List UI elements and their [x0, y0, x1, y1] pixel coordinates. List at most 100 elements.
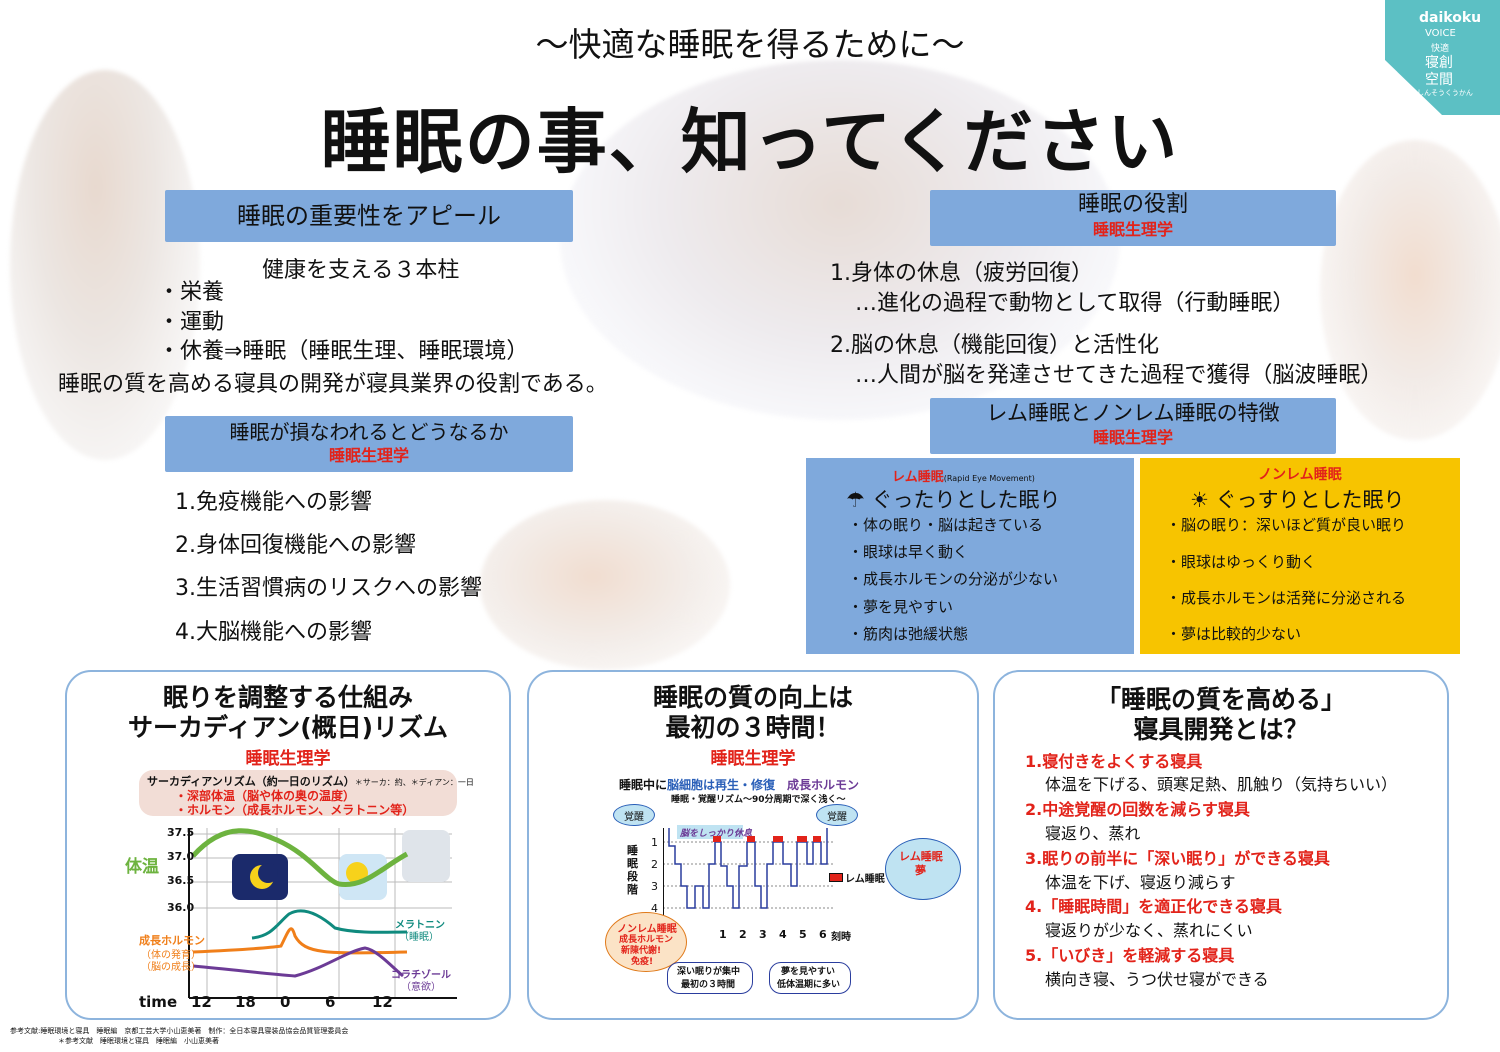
role-heading-text: 睡眠の役割 — [1077, 192, 1188, 217]
rem-legend-marker — [829, 873, 843, 882]
time-tick: 12 — [191, 993, 212, 1011]
rem-item: ・眼球は早く動く — [848, 543, 969, 561]
pillars-title: 健康を支える３本柱 — [262, 258, 460, 283]
awake-text: 覚醒 — [827, 812, 847, 823]
deep-sleep-note — [667, 962, 753, 994]
time-tick: 6 — [325, 993, 336, 1011]
bedding-item-detail: 寝返り、蒸れ — [1045, 824, 1141, 843]
hour-tick: 3 — [759, 928, 767, 941]
time-axis-label: time — [139, 993, 178, 1011]
melatonin-curve — [251, 909, 408, 940]
bedding-item-head: 1.寝付きをよくする寝具 — [1025, 752, 1203, 771]
importance-heading: 睡眠の重要性をアピール — [165, 190, 573, 242]
melatonin-label-1: メラトニン — [395, 920, 445, 931]
stage-tick: 1 — [651, 836, 658, 849]
cortisol-label-2: （意欲） — [401, 982, 441, 993]
impaired-heading: 睡眠が損なわれるとどうなるか 睡眠生理学 — [165, 416, 573, 472]
hours-title-2: 最初の３時間！ — [665, 713, 841, 742]
rem-bubble-1: レム睡眠 — [899, 850, 943, 863]
time-tick: 18 — [235, 993, 256, 1011]
temp-tick: 37.0 — [167, 850, 195, 863]
bedding-item-detail: 体温を下げる、頭寒足熱、肌触り（気持ちいい） — [1045, 775, 1398, 794]
legend-note: ＊サーカ：約、＊ディアン：一日 — [354, 778, 474, 787]
temp-axis-label: 体温 — [125, 857, 159, 877]
circadian-title-1: 眠りを調整する仕組み — [162, 683, 413, 712]
stage-tick: 4 — [651, 902, 658, 915]
pillar-item: ・運動 — [158, 310, 225, 335]
nonrem-item: ・成長ホルモンは活発に分泌される — [1166, 589, 1407, 607]
bedding-title-1: 「睡眠の質を高める」 — [1095, 685, 1346, 714]
footer-reference-2: ＊参考文献 睡眠環境と寝具 睡眠編 小山恵美著 — [58, 1037, 219, 1045]
rem-legend-text: レム睡眠 — [845, 874, 885, 885]
caption-b: 脳細胞は再生・修復 — [667, 778, 776, 792]
nonrem-item: ・眼球はゆっくり動く — [1166, 553, 1317, 571]
bedding-item-head: 5.「いびき」を軽減する寝具 — [1025, 946, 1235, 965]
features-heading-text: レム睡眠とノンレム睡眠の特徴 — [986, 401, 1280, 425]
rem-title: ☂ ぐったりとした眠り — [846, 488, 1061, 512]
brand-name: daikoku — [1419, 10, 1482, 26]
nonrem-box: ノンレム睡眠 ☀ ぐっすりとした眠り ・脳の眠り：深いほど質が良い眠り ・眼球は… — [1140, 458, 1460, 654]
moon-shadow — [258, 863, 278, 883]
deep-note-2: 最初の３時間 — [681, 980, 736, 990]
hour-tick: 1 — [719, 928, 727, 941]
stage-tick: 2 — [651, 858, 658, 871]
brand-line4: 空間 — [1425, 72, 1453, 88]
hour-tick: 2 — [739, 928, 747, 941]
circadian-chart — [188, 828, 457, 999]
impaired-item: 2.身体回復機能への影響 — [175, 533, 416, 558]
impaired-item: 1.免疫機能への影響 — [175, 490, 372, 515]
growth-label-2: （体の発育） — [141, 950, 201, 961]
circadian-title-2: サーカディアン(概日)リズム — [127, 713, 449, 742]
bedding-item-head: 3.眠りの前半に「深い眠り」ができる寝具 — [1025, 849, 1330, 868]
bedding-title-2: 寝具開発とは？ — [1133, 715, 1309, 744]
impaired-sub: 睡眠生理学 — [328, 446, 409, 465]
rem-label-text: レム睡眠 — [892, 470, 944, 485]
growth-label-3: （脳の成長） — [141, 962, 201, 973]
legend-title-text: サーカディアンリズム（約一日のリズム） — [147, 775, 355, 788]
nonrem-item: ・夢は比較的少ない — [1166, 625, 1302, 643]
hours-sub: 睡眠生理学 — [710, 749, 796, 769]
role-item-1: 1.身体の休息（疲労回復） — [830, 261, 1093, 286]
impaired-heading-text: 睡眠が損なわれるとどうなるか — [229, 420, 509, 444]
features-heading: レム睡眠とノンレム睡眠の特徴 睡眠生理学 — [930, 398, 1336, 454]
nonrem-bubble-4: 免疫! — [631, 957, 654, 967]
rem-bubble-2: 夢 — [915, 864, 926, 877]
temp-tick: 36.5 — [167, 874, 195, 887]
temp-tick: 36.0 — [167, 901, 195, 914]
time-tick: 12 — [372, 993, 393, 1011]
growth-label-1: 成長ホルモン — [139, 934, 205, 947]
bedding-development-panel: 「睡眠の質を高める」 寝具開発とは？ 1.寝付きをよくする寝具 体温を下げる、頭… — [993, 670, 1449, 1020]
nonrem-bubble-1: ノンレム睡眠 — [617, 924, 677, 935]
pillar-item: ・休養⇒睡眠（睡眠生理、睡眠環境） — [158, 339, 529, 364]
dream-note — [769, 962, 851, 994]
awake-bubble-right: 覚醒 — [816, 804, 858, 826]
deep-note-1: 深い眠りが集中 — [677, 967, 741, 977]
nonrem-label: ノンレム睡眠 — [1258, 467, 1342, 483]
rem-markers — [713, 836, 821, 842]
brain-rest-text: 脳をしっかり休息 — [680, 829, 753, 839]
woman-thinking-photo — [10, 70, 200, 460]
cortisol-label-1: コラチゾール — [391, 970, 451, 981]
hours-caption: 睡眠中に脳細胞は再生・修復 成長ホルモン — [619, 776, 859, 793]
time-tick: 0 — [280, 993, 291, 1011]
legend-line-2: ・ホルモン（成長ホルモン、メラトニン等） — [175, 803, 415, 817]
brand-line3: 寝創 — [1425, 55, 1453, 71]
stage-axis-label: 睡眠段階 — [627, 844, 638, 896]
rem-item: ・体の眠り・脳は起きている — [848, 516, 1044, 534]
legend-title: サーカディアンリズム（約一日のリズム）＊サーカ：約、＊ディアン：一日 — [147, 773, 474, 789]
rem-item: ・夢を見やすい — [848, 598, 954, 616]
features-sub: 睡眠生理学 — [1092, 428, 1173, 447]
brand-corner-shape — [1385, 0, 1500, 115]
rem-item: ・成長ホルモンの分泌が少ない — [848, 570, 1059, 588]
bedding-item-head: 2.中途覚醒の回数を減らす寝具 — [1025, 800, 1250, 819]
role-item-2: 2.脳の休息（機能回復）と活性化 — [830, 333, 1159, 358]
awake-text: 覚醒 — [624, 812, 644, 823]
sick-child-photo — [480, 500, 730, 670]
hour-tick: 6 — [819, 928, 827, 941]
caption-a: 睡眠中に — [619, 778, 668, 792]
bedding-item-head: 4.「睡眠時間」を適正化できる寝具 — [1025, 897, 1282, 916]
role-item-2-detail: …人間が脳を発達させてきた過程で獲得（脳波睡眠） — [855, 363, 1383, 388]
mother-child-photo — [1320, 140, 1500, 440]
brand-logo: daikoku VOICE 快適 寝創 空間 しんそうくうかん — [1385, 0, 1500, 115]
rem-label: レム睡眠(Rapid Eye Movement) — [892, 466, 1035, 485]
